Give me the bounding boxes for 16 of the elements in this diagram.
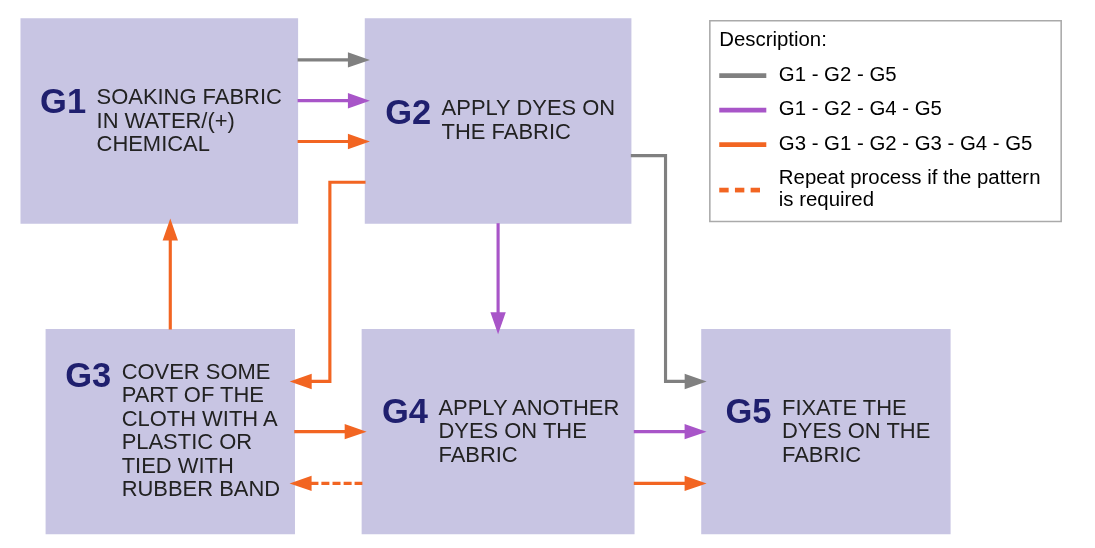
- arrow: [633, 475, 707, 492]
- arrow: [289, 180, 366, 390]
- legend-label: G3 - G1 - G2 - G3 - G4 - G5: [778, 131, 1033, 154]
- legend-label: G1 - G2 - G5: [778, 62, 897, 85]
- arrow: [162, 218, 178, 330]
- arrow: [490, 223, 506, 335]
- arrow: [633, 423, 707, 440]
- arrow: [294, 423, 367, 440]
- label: Description:: [719, 28, 827, 51]
- arrow: [289, 475, 363, 492]
- arrow: [297, 92, 370, 109]
- legend-label: G1 - G2 - G4 - G5: [778, 97, 942, 120]
- arrow: [630, 154, 707, 390]
- arrow: [297, 52, 370, 68]
- arrow: [297, 133, 370, 150]
- legend-label: Repeat process if the pattern is required: [778, 166, 1041, 211]
